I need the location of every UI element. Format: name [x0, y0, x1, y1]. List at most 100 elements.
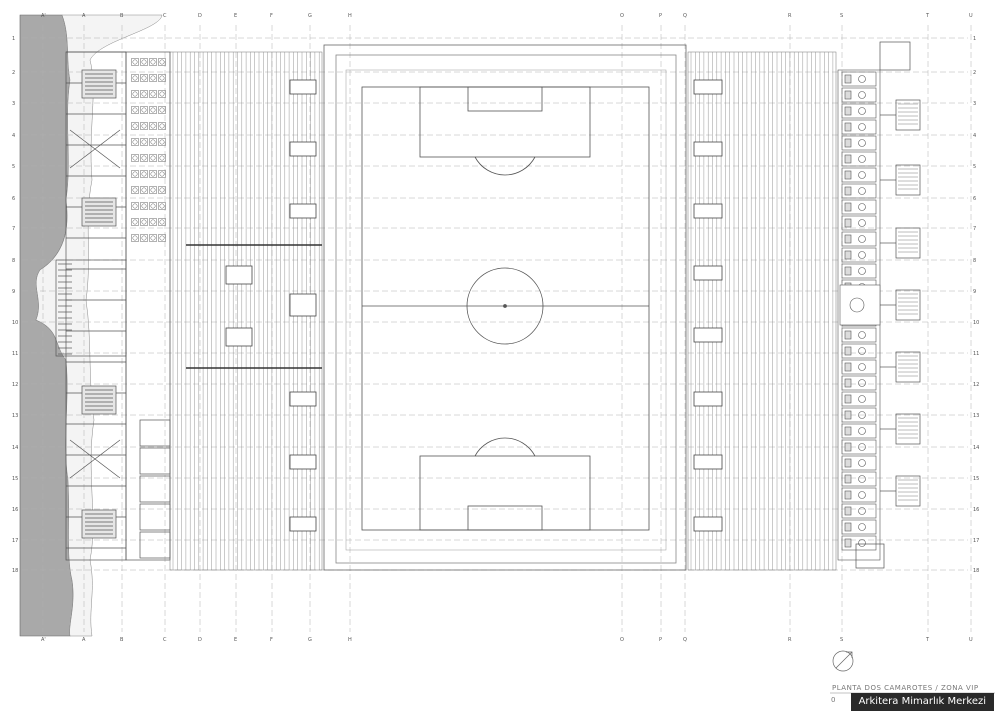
lounge-table	[132, 235, 138, 241]
vip-box	[841, 167, 877, 183]
vomitory	[693, 141, 723, 157]
vomitory	[693, 391, 723, 407]
grid-row-label-right: 9	[973, 289, 976, 295]
vip-box-wc	[844, 106, 852, 116]
lounge-table	[150, 139, 156, 145]
lounge-table	[159, 107, 165, 113]
lounge-seat-group	[131, 122, 139, 130]
lounge-seat-group	[131, 186, 139, 194]
football-pitch	[323, 44, 687, 571]
vip-box	[841, 247, 877, 263]
grid-row-label-left: 7	[12, 226, 15, 232]
vip-box	[841, 151, 877, 167]
lounge-table	[159, 139, 165, 145]
ne-corner-stair	[879, 41, 911, 71]
lounge-seat-group	[140, 186, 148, 194]
lounge-table	[141, 171, 147, 177]
grid-col-label-top: O	[620, 13, 624, 19]
vip-box-table	[858, 507, 866, 515]
lounge-table	[132, 91, 138, 97]
lounge-seat-group	[158, 122, 166, 130]
vip-box-table	[858, 171, 866, 179]
lounge-seat-group	[149, 170, 157, 178]
lounge-seat-group	[140, 202, 148, 210]
lounge-seat-group	[149, 202, 157, 210]
vip-box-wc	[844, 522, 852, 532]
lounge-seat-group	[131, 234, 139, 242]
vip-box	[841, 103, 877, 119]
vip-box-wc	[844, 538, 852, 548]
grid-row-label-right: 5	[973, 164, 976, 170]
lounge-seat-group	[140, 90, 148, 98]
lounge-table	[159, 187, 165, 193]
vip-box-wc	[844, 474, 852, 484]
grid-col-label-top: A'	[41, 13, 46, 19]
lounge-table	[159, 123, 165, 129]
vip-box-wc	[844, 90, 852, 100]
vip-box	[841, 359, 877, 375]
vip-box-wc	[844, 330, 852, 340]
lounge-table	[141, 187, 147, 193]
lounge-table	[150, 235, 156, 241]
grid-row-label-left: 9	[12, 289, 15, 295]
lounge-table	[150, 155, 156, 161]
lounge-table	[141, 155, 147, 161]
vip-box-wc	[844, 122, 852, 132]
grid-col-label-bottom: A	[82, 637, 86, 643]
vip-box-table	[858, 123, 866, 131]
lounge-seat-group	[140, 154, 148, 162]
lounge-seat-group	[140, 74, 148, 82]
vip-box-wc	[844, 410, 852, 420]
lounge-seat-group	[140, 106, 148, 114]
lounge-seat-group	[158, 106, 166, 114]
lounge-seat-group	[149, 122, 157, 130]
lounge-seat-group	[149, 186, 157, 194]
stair-core	[81, 385, 117, 415]
vip-boxes	[837, 69, 881, 561]
grid-row-label-left: 3	[12, 101, 15, 107]
lounge-seat-group	[158, 74, 166, 82]
grid-row-label-left: 11	[12, 351, 18, 357]
lounge-seat-group	[140, 170, 148, 178]
lounge-table	[141, 235, 147, 241]
scale-bar-label: 0	[831, 696, 836, 704]
vip-box-table	[858, 155, 866, 163]
vomitory	[289, 141, 317, 157]
vip-box-table	[858, 107, 866, 115]
grid-col-label-top: C	[163, 13, 167, 19]
lounge-table	[150, 123, 156, 129]
lounge-seat-group	[140, 58, 148, 66]
vip-box-table	[858, 363, 866, 371]
lounge-seat-group	[158, 90, 166, 98]
vip-box	[841, 535, 877, 551]
grid-row-label-right: 3	[973, 101, 976, 107]
vip-box	[841, 407, 877, 423]
vip-box-table	[858, 491, 866, 499]
grid-row-label-right: 11	[973, 351, 979, 357]
lounge-seat-group	[140, 234, 148, 242]
lounge-table	[141, 219, 147, 225]
lounge-seat-group	[158, 186, 166, 194]
vip-box-table	[858, 379, 866, 387]
vomitory	[693, 265, 723, 281]
vip-box-wc	[844, 170, 852, 180]
vip-box-table	[858, 427, 866, 435]
lounge-table	[159, 91, 165, 97]
vip-box	[841, 375, 877, 391]
lounge-seat-group	[131, 58, 139, 66]
vip-box	[841, 439, 877, 455]
lounge-table	[132, 155, 138, 161]
grid-row-label-right: 8	[973, 258, 976, 264]
vomitory	[225, 327, 253, 347]
lounge-table	[141, 123, 147, 129]
watermark: Arkitera Mimarlık Merkezi	[850, 693, 994, 711]
grid-row-label-right: 17	[973, 538, 979, 544]
vip-box-wc	[844, 74, 852, 84]
vip-box	[841, 199, 877, 215]
lounge-table	[141, 75, 147, 81]
vip-box-table	[858, 347, 866, 355]
drawing-title: PLANTA DOS CAMAROTES / ZONA VIP	[832, 684, 979, 692]
vip-box-table	[858, 475, 866, 483]
suite-table	[849, 297, 865, 313]
